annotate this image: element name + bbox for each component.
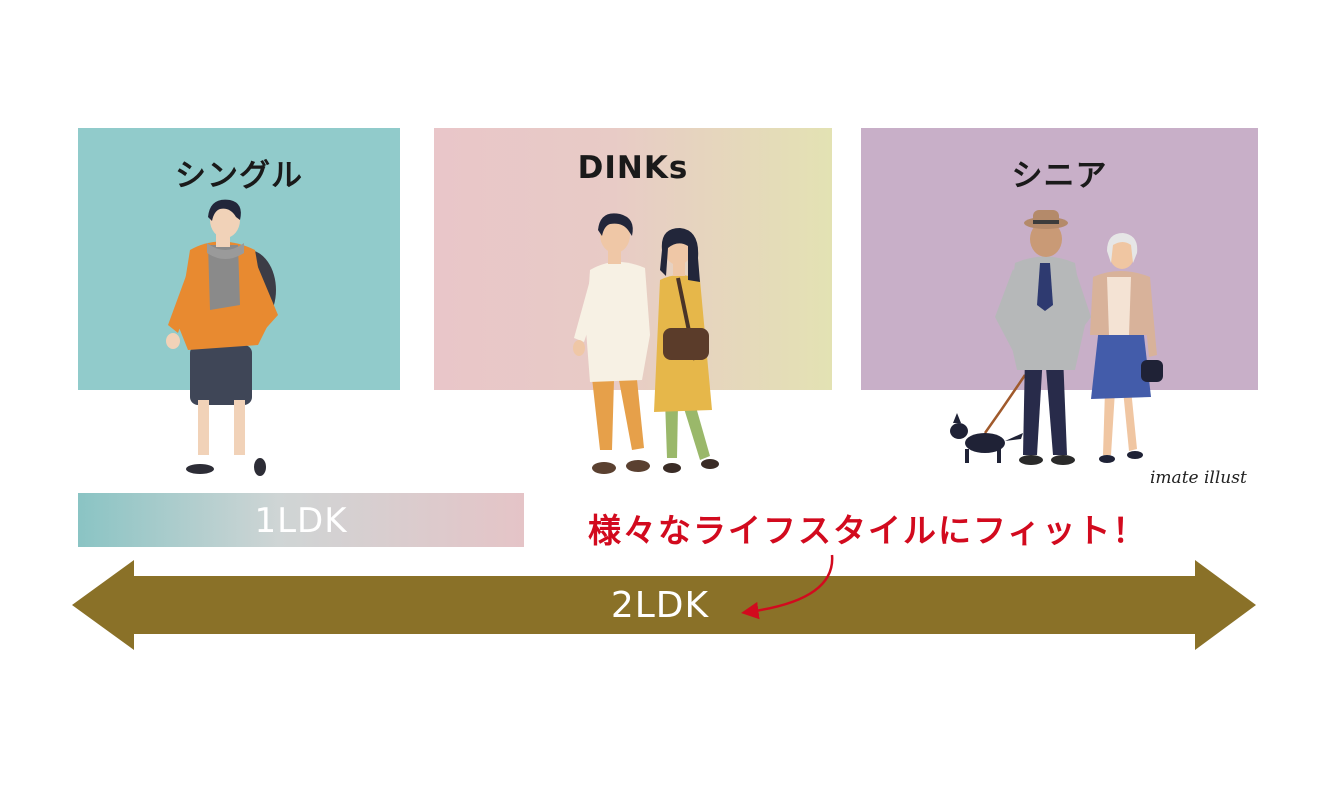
dinks-couple-illustration — [573, 213, 719, 474]
illustration-credit: imate illust — [1150, 468, 1247, 488]
single-man-illustration — [166, 199, 278, 476]
tagline: 様々なライフスタイルにフィット！ — [588, 511, 1148, 550]
bar-1ldk: 1LDK — [78, 493, 524, 547]
panel-senior-label: シニア — [1011, 158, 1108, 194]
senior-couple-illustration — [950, 210, 1163, 465]
panel-dinks-label: DINKs — [577, 150, 689, 186]
double-arrow-2ldk — [72, 560, 1256, 650]
bar-1ldk-label: 1LDK — [254, 501, 348, 541]
callout-arrow — [741, 554, 834, 620]
arrow-2ldk-label: 2LDK — [610, 585, 710, 626]
panel-single-label: シングル — [175, 158, 303, 194]
